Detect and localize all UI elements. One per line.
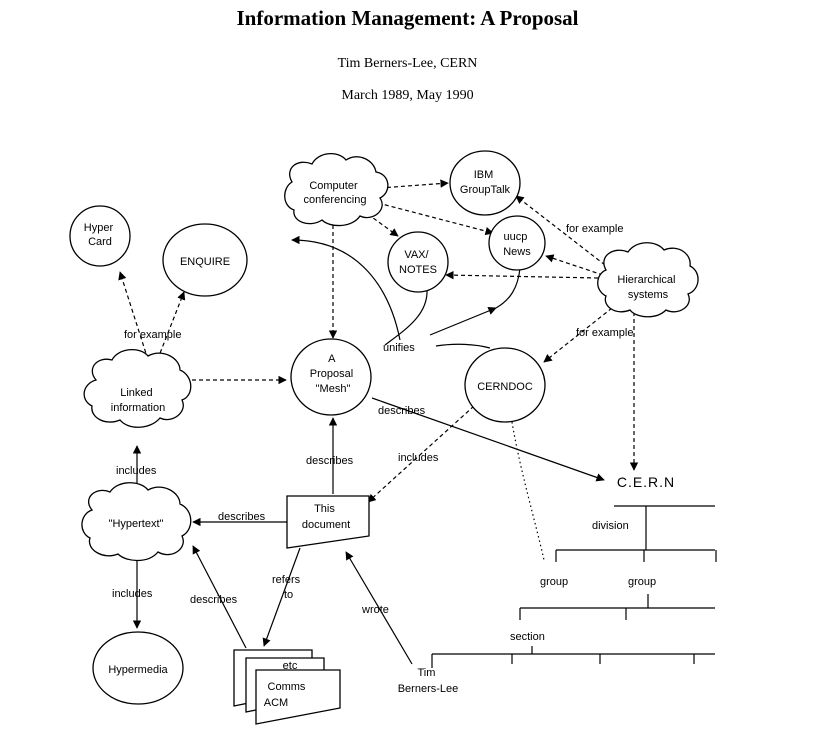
node-this-document: This document xyxy=(302,503,350,531)
proposal-mesh-circle xyxy=(290,338,372,416)
edge-tim-doc xyxy=(345,551,413,665)
node-comms-acm: Comms ACM xyxy=(264,681,309,709)
label-group-2: group xyxy=(628,576,656,588)
edge-unifies-vax xyxy=(384,289,428,346)
edge-hier-uucp xyxy=(545,254,604,276)
label-section: section xyxy=(510,631,545,643)
edge-hier-vax xyxy=(445,270,599,280)
edge-conf-ibm xyxy=(379,179,449,189)
node-vax-notes: VAX/ NOTES xyxy=(399,249,437,276)
edge-acm-hypertext xyxy=(192,545,247,649)
hierarchical-systems-cloud xyxy=(597,242,699,318)
node-tim-berners-lee: Tim Berners-Lee xyxy=(398,667,459,695)
edge-conf-uucp xyxy=(377,202,494,236)
edge-proposal-cern xyxy=(371,397,605,482)
node-uucp-news: uucp News xyxy=(503,231,531,258)
this-document-shape xyxy=(286,495,370,549)
edge-unifies-cerndoc xyxy=(435,343,491,349)
label-for-example-3: for example xyxy=(124,329,181,341)
node-computer-conferencing: Computer conferencing xyxy=(304,180,367,206)
linked-information-cloud xyxy=(83,349,192,428)
label-unifies: unifies xyxy=(383,342,415,354)
tree-cern xyxy=(555,505,717,562)
vax-notes-circle xyxy=(387,231,449,293)
edge-cerndoc-group xyxy=(511,421,545,561)
node-linked-information: Linked information xyxy=(111,387,165,414)
node-ibm-grouptalk: IBM GroupTalk xyxy=(460,169,511,196)
label-wrote: wrote xyxy=(361,604,389,616)
tree-section xyxy=(431,646,715,668)
node-proposal-mesh: A Proposal "Mesh" xyxy=(310,353,356,395)
edge-uucp-tail xyxy=(495,267,521,309)
edge-linked-enquire xyxy=(154,291,186,367)
edge-doc-etc xyxy=(262,547,301,647)
label-refers-to: refers to xyxy=(272,574,303,601)
label-describes-1: describes xyxy=(378,405,426,417)
label-describes-3: describes xyxy=(218,511,266,523)
edge-cerndoc-doc xyxy=(367,405,475,503)
node-hypertext: "Hypertext" xyxy=(109,518,164,530)
node-enquire: ENQUIRE xyxy=(180,256,230,268)
label-describes-4: describes xyxy=(190,594,238,606)
uucp-news-circle xyxy=(488,215,546,271)
node-cern: C.E.R.N xyxy=(617,474,675,490)
hypermedia-circle xyxy=(92,631,184,705)
computer-conferencing-cloud xyxy=(284,153,389,227)
hypercard-circle xyxy=(69,205,131,267)
label-for-example-1: for example xyxy=(566,223,623,235)
label-includes-2: includes xyxy=(116,465,157,477)
hypertext-cloud xyxy=(81,482,192,562)
node-hypercard: Hyper Card xyxy=(84,222,116,248)
edge-unifies-uucp xyxy=(429,306,497,336)
label-for-example-2: for example xyxy=(576,327,633,339)
node-etc: etc xyxy=(283,660,298,672)
enquire-circle xyxy=(162,223,248,297)
edge-linked-hypercard xyxy=(118,271,151,367)
label-includes-3: includes xyxy=(112,588,153,600)
label-group-1: group xyxy=(540,576,568,588)
paper-front xyxy=(255,669,341,725)
tree-group xyxy=(519,594,715,620)
label-describes-2: describes xyxy=(306,455,354,467)
edge-hier-ibm xyxy=(515,195,606,266)
edge-unifies-enquire xyxy=(291,235,401,341)
label-division: division xyxy=(592,520,629,532)
node-cerndoc: CERNDOC xyxy=(477,381,533,393)
node-hypermedia: Hypermedia xyxy=(108,664,168,676)
ibm-grouptalk-circle xyxy=(449,150,521,216)
cerndoc-circle xyxy=(464,347,546,423)
label-includes-1: includes xyxy=(398,452,439,464)
author-line: Tim Berners-Lee, CERN xyxy=(337,56,478,71)
node-hierarchical-systems: Hierarchical systems xyxy=(617,274,678,301)
edge-hier-cerndoc xyxy=(543,307,613,363)
page-title: Information Management: A Proposal xyxy=(236,6,579,30)
date-line: March 1989, May 1990 xyxy=(341,88,474,103)
